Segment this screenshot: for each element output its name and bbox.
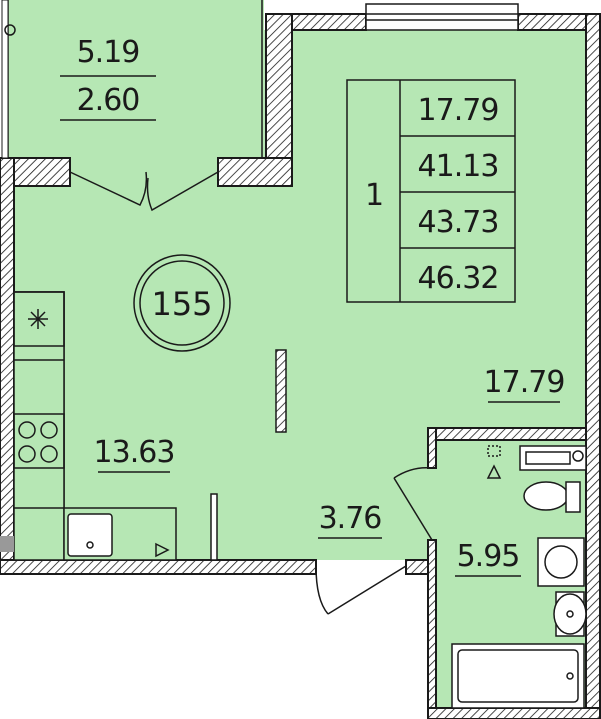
wall-bathroom-top — [427, 427, 587, 441]
balcony-door-left-leaf — [69, 171, 148, 206]
kitchen-fixtures — [0, 291, 177, 561]
kitchen-sink — [67, 513, 113, 557]
entrance-door-leaf — [327, 565, 407, 615]
balcony-door-right-leaf — [146, 171, 219, 212]
summary-area-2: 41.13 — [418, 149, 499, 184]
summary-area-1: 17.79 — [418, 93, 499, 128]
washbasin-bowl — [553, 593, 587, 635]
unit-badge-outer — [133, 254, 231, 352]
wall-balcony-bottom-right — [217, 157, 293, 187]
bathroom-door-arc — [393, 466, 433, 479]
balcony-corner-mark — [4, 24, 16, 36]
summary-table: 1 17.79 41.13 43.73 46.32 — [346, 79, 516, 303]
summary-area-3: 43.73 — [418, 205, 499, 240]
kitchen-tap-icon — [155, 542, 170, 558]
toilet-bowl — [523, 481, 569, 511]
bathroom-door — [393, 466, 433, 541]
balcony-labels: 5.19 2.60 — [60, 35, 156, 121]
bathroom-shelf — [519, 445, 587, 471]
bathroom-shelf-inner — [525, 451, 571, 465]
bathroom-area: 5.95 — [457, 539, 520, 574]
washing-machine-drum — [544, 545, 578, 579]
unit-badge-inner — [139, 260, 225, 346]
bathroom-fixtures — [451, 445, 587, 709]
wall-bathroom-bottom — [427, 707, 601, 719]
entrance-door — [315, 565, 407, 615]
living-area: 17.79 — [484, 365, 565, 400]
bathroom-shelf-tap — [572, 450, 584, 462]
wall-right — [585, 13, 601, 719]
washbasin-drain — [566, 610, 574, 618]
bathtub-drain — [566, 672, 574, 680]
washbasin — [553, 591, 587, 637]
partition-hall — [210, 493, 218, 561]
rooms-count: 1 — [365, 178, 383, 213]
wall-bottom-left — [0, 559, 317, 575]
toilet — [523, 481, 581, 513]
partition-living — [275, 349, 287, 433]
living-floor-top — [292, 30, 586, 440]
hall-area: 3.76 — [319, 501, 382, 536]
meter-box-icon — [487, 445, 501, 457]
stove-burner-4 — [40, 445, 58, 463]
kitchen-wall-stub — [0, 536, 14, 552]
balcony-area-reduced: 2.60 — [77, 83, 140, 118]
wall-left — [0, 157, 15, 573]
entrance-door-arc — [315, 565, 329, 615]
extractor-icon — [28, 309, 48, 329]
window-top — [365, 3, 519, 31]
wall-bathroom-left-top — [427, 427, 437, 469]
extractor-box — [13, 291, 65, 347]
stove-box — [13, 413, 65, 469]
unit-badge: 155 — [133, 254, 231, 352]
wall-bathroom-left-bottom — [427, 539, 437, 719]
wall-balcony-right — [265, 13, 293, 185]
balcony-area: 5.19 — [77, 35, 140, 70]
unit-number: 155 — [151, 285, 212, 323]
stove-burner-2 — [40, 421, 58, 439]
stove-burner-3 — [18, 445, 36, 463]
kitchen-area: 13.63 — [94, 435, 175, 470]
stove-burner-1 — [18, 421, 36, 439]
balcony-door — [69, 171, 219, 212]
summary-table-frame — [346, 79, 516, 303]
bathtub-body — [451, 643, 585, 709]
bathtub-inner — [457, 649, 579, 703]
meter-triangle-icon — [486, 464, 502, 479]
bathroom-door-leaf — [393, 477, 433, 541]
bathtub — [451, 643, 585, 709]
summary-area-4: 46.32 — [418, 261, 499, 296]
room-labels: 17.79 13.63 3.76 5.95 — [94, 365, 565, 577]
balcony-rail-left — [1, 0, 9, 159]
toilet-tank — [565, 481, 581, 513]
kitchen-sink-drain — [86, 541, 94, 549]
